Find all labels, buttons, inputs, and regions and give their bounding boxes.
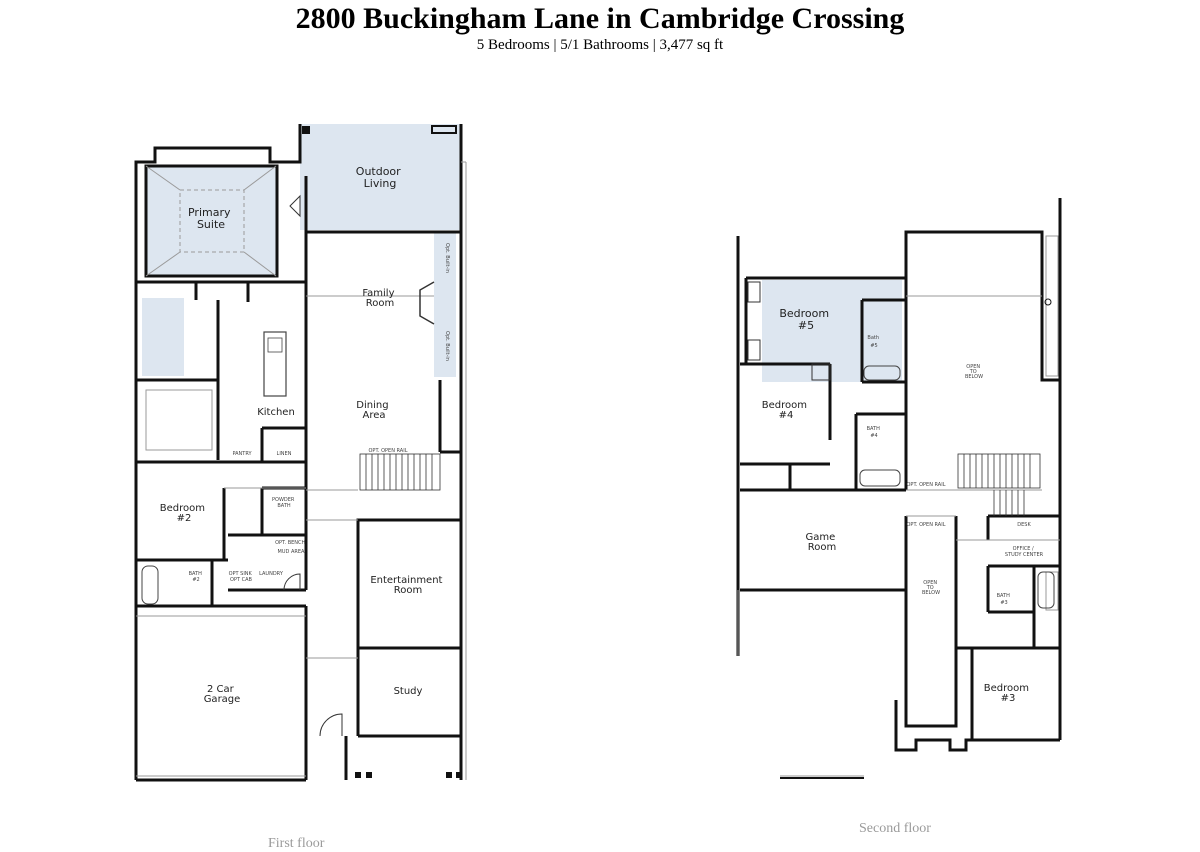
patio-door-icon (289, 194, 301, 218)
opt-open-rail-label-1: OPT. OPEN RAIL (369, 448, 408, 454)
outdoor-living-label: Outdoor Living (356, 165, 404, 190)
bathtub-4-icon (859, 469, 901, 487)
opt-open-rail-label-2: OPT. OPEN RAIL (907, 482, 946, 488)
second-floor-plan: Bedroom #5 Bedroom #4 Game Room Bedroom … (736, 198, 1062, 779)
opt-open-rail-label-3: OPT. OPEN RAIL (907, 522, 946, 528)
first-floor-caption: First floor (268, 836, 325, 851)
first-floor-plan: Primary Suite Outdoor Living Family Room… (134, 124, 467, 782)
entertainment-room-label: Entertainment Room (370, 575, 445, 596)
desk-label: DESK (1017, 522, 1031, 528)
bedroom-4-label: Bedroom #4 (762, 400, 810, 421)
second-floor-caption: Second floor (859, 821, 931, 836)
dining-area-label: Dining Area (356, 400, 391, 421)
page-title: 2800 Buckingham Lane in Cambridge Crossi… (295, 2, 905, 35)
fireplace-icon (419, 281, 435, 325)
powder-bath-label: POWDER BATH (272, 497, 296, 509)
bath-3-label: BATH #3 (997, 593, 1012, 606)
laundry-door-icon (283, 573, 301, 591)
garage-label: 2 Car Garage (204, 684, 241, 705)
bedroom-2-label: Bedroom #2 (160, 503, 208, 524)
light-fixture-icon (1044, 298, 1052, 306)
bathtub-icon (141, 565, 159, 605)
primary-suite-label: Primary Suite (188, 206, 234, 231)
opt-sink-label: OPT SINK OPT CAB (229, 571, 254, 583)
opt-built-in-label-2: Opt. Built-in (444, 331, 450, 361)
bath-5-label: Bath #5 (867, 335, 880, 349)
linen-label: LINEN (277, 451, 292, 457)
study-label: Study (394, 686, 423, 697)
laundry-label: LAUNDRY (259, 571, 284, 577)
stairs-second-floor (957, 453, 1041, 516)
grill-icon (431, 125, 457, 134)
page-subtitle: 5 Bedrooms | 5/1 Bathrooms | 3,477 sq ft (476, 37, 724, 53)
bathtub-5-icon (863, 365, 901, 381)
bath-4-label: BATH #4 (867, 426, 882, 439)
kitchen-label: Kitchen (257, 407, 295, 418)
stairs-first-floor (359, 453, 441, 491)
bedroom-5-label: Bedroom #5 (779, 307, 832, 332)
pantry-label: PANTRY (232, 451, 252, 457)
kitchen-island (263, 331, 287, 397)
game-room-label: Game Room (806, 532, 839, 553)
primary-suite-fill (146, 166, 276, 276)
outdoor-living-fill (300, 124, 461, 230)
primary-bath-fill (142, 298, 184, 376)
bedroom-5-fill (762, 280, 902, 382)
office-label: OFFICE / STUDY CENTER (1005, 546, 1044, 558)
bath-2-label: BATH #2 (189, 571, 204, 583)
family-room-label: Family Room (362, 288, 397, 309)
bathtub-3-icon (1037, 571, 1055, 609)
opt-bench-label: OPT. BENCH MUD AREA (275, 540, 307, 555)
opt-built-in-label-1: Opt. Built-in (444, 243, 450, 273)
open-to-below-label-2: OPEN TO BELOW (922, 580, 940, 596)
cooktop-icon (267, 337, 283, 353)
front-door-icon (319, 713, 343, 737)
open-to-below-label-1: OPEN TO BELOW (965, 364, 983, 380)
column-icon (302, 126, 310, 134)
bedroom-3-label: Bedroom #3 (984, 683, 1032, 704)
built-in-fill (434, 232, 456, 377)
